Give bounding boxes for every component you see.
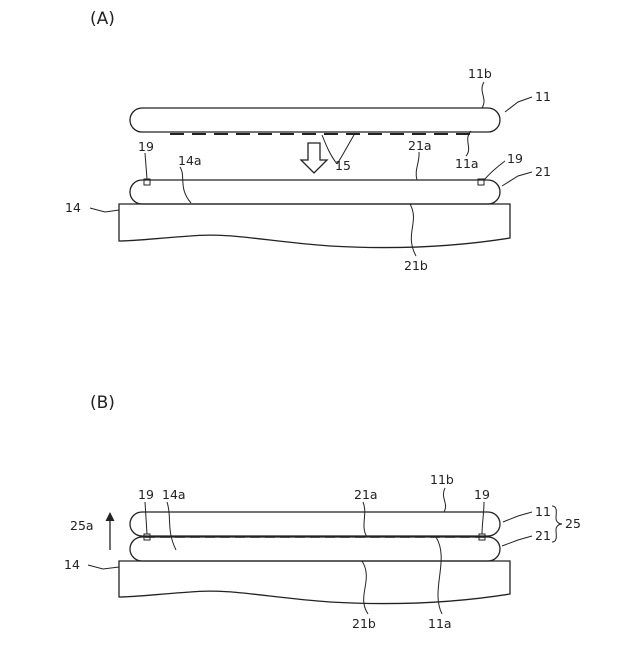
- plate-11: [130, 108, 500, 132]
- label-14: 14: [65, 200, 81, 215]
- stage-14: [119, 204, 510, 248]
- label-25: 25: [565, 516, 581, 531]
- up-arrow-icon: [106, 512, 115, 521]
- label-11b: 11b: [430, 472, 454, 487]
- label-11a: 11a: [428, 616, 452, 631]
- plate-21: [130, 537, 500, 561]
- label-14a: 14a: [162, 487, 186, 502]
- panel-b-label: (B): [90, 393, 115, 413]
- panel-b: (B) 11b 11 25 21 25a 19 14: [64, 393, 581, 631]
- label-25a: 25a: [70, 518, 94, 533]
- label-19-right: 19: [474, 487, 490, 502]
- panel-a: (A) 11b 11 19 14a 15 21a 11a 19: [65, 9, 551, 273]
- label-21b: 21b: [352, 616, 376, 631]
- label-21a: 21a: [354, 487, 378, 502]
- stage-14: [119, 561, 510, 604]
- plate-11: [130, 512, 500, 536]
- label-14: 14: [64, 557, 80, 572]
- label-21b: 21b: [404, 258, 428, 273]
- label-19-left: 19: [138, 487, 154, 502]
- label-14a: 14a: [178, 153, 202, 168]
- label-11b: 11b: [468, 66, 492, 81]
- label-15: 15: [335, 158, 351, 173]
- bracket-25: [552, 506, 562, 542]
- label-21a: 21a: [408, 138, 432, 153]
- plate-21: [130, 180, 500, 204]
- label-11: 11: [535, 89, 551, 104]
- panel-a-label: (A): [90, 9, 115, 29]
- label-19-left: 19: [138, 139, 154, 154]
- label-19-right: 19: [507, 151, 523, 166]
- label-11a: 11a: [455, 156, 479, 171]
- label-21: 21: [535, 164, 551, 179]
- label-11: 11: [535, 504, 551, 519]
- down-arrow-icon: [301, 143, 327, 173]
- label-21: 21: [535, 528, 551, 543]
